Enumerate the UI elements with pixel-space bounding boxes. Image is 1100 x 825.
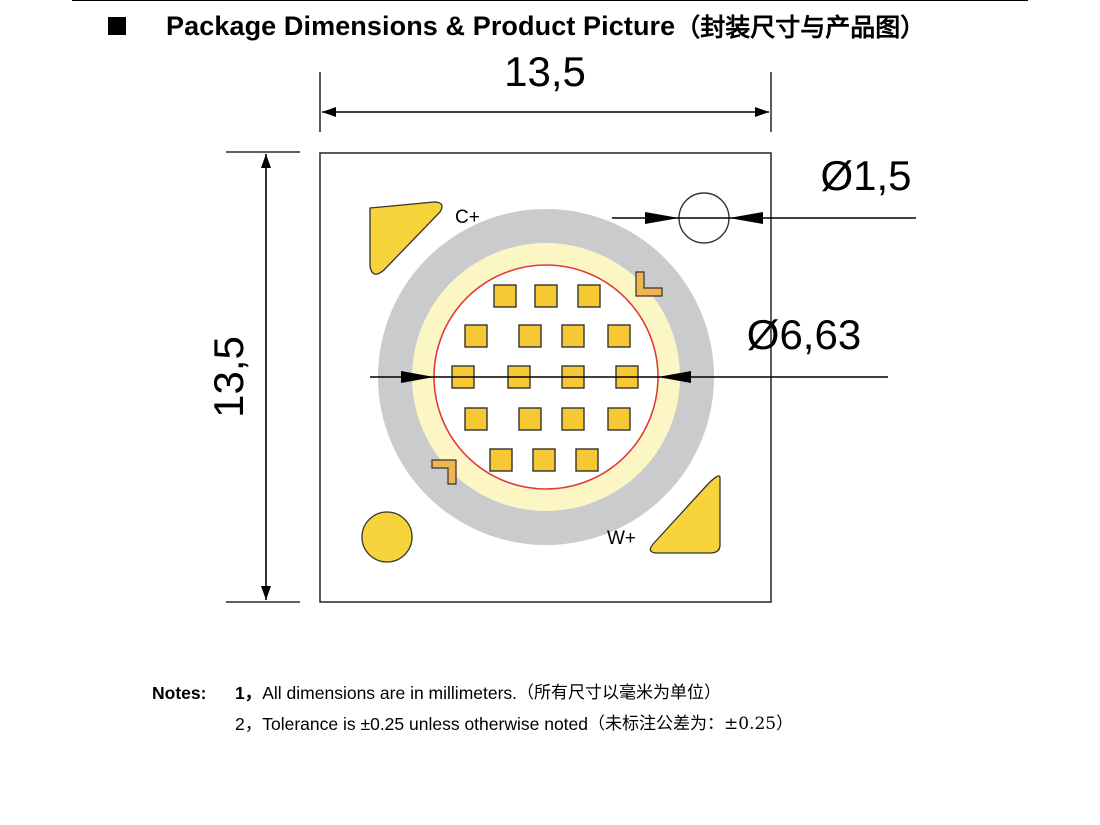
height-dimension: 13,5 (205, 151, 300, 603)
led-chip (607, 407, 631, 431)
top-rule (72, 0, 1028, 1)
hole-diameter-dimension: Ø1,5 (612, 152, 916, 244)
les-diameter-label: Ø6,63 (747, 311, 861, 358)
led-chip (518, 324, 542, 348)
note-row-2: 2， Tolerance is ±0.25 unless otherwise n… (152, 709, 793, 740)
note-number: 2， (235, 714, 263, 734)
notes-label: Notes: (152, 683, 207, 703)
hole-diameter-label: Ø1,5 (820, 152, 911, 199)
note-number: 1， (235, 683, 263, 703)
led-chip (489, 448, 513, 472)
led-chip (464, 324, 488, 348)
height-dimension-label: 13,5 (205, 336, 252, 418)
cathode-pad (369, 201, 443, 275)
thermal-pad (361, 511, 413, 563)
anode-label: W+ (607, 528, 636, 549)
led-chip (493, 284, 517, 308)
note-text-cn: （未标注公差为：±0.25） (588, 714, 794, 734)
led-chip (518, 407, 542, 431)
led-chip (534, 284, 558, 308)
led-chip (561, 407, 585, 431)
orientation-mark-bottom (431, 459, 457, 485)
hole-arrow-left (645, 212, 679, 224)
les-arrow-left (401, 371, 434, 383)
square-bullet-icon (108, 17, 126, 35)
width-dimension: 13,5 (319, 48, 772, 132)
section-title: Package Dimensions & Product Picture (166, 10, 676, 41)
hole-arrow-right (729, 212, 763, 224)
package-drawing: 13,5 13,5 Ø6,63 Ø1,5 C+ W+ (205, 48, 916, 603)
notes: Notes: 1， All dimensions are in millimet… (152, 678, 793, 740)
width-dimension-label: 13,5 (504, 48, 586, 95)
cathode-label: C+ (455, 207, 480, 228)
led-chip (561, 324, 585, 348)
les-arrow-right (658, 371, 691, 383)
note-text: All dimensions are in millimeters. (262, 683, 518, 703)
note-text-cn: （所有尺寸以毫米为单位） (517, 683, 722, 703)
note-text: Tolerance is ±0.25 unless otherwise note… (262, 714, 589, 734)
led-chip (577, 284, 601, 308)
section-header: Package Dimensions & Product Picture（封装尺… (108, 6, 925, 46)
led-chip (607, 324, 631, 348)
section-title-cn: （封装尺寸与产品图） (675, 13, 926, 42)
notes-indent (152, 709, 235, 740)
les-diameter-dimension: Ø6,63 (370, 311, 888, 383)
led-chip (575, 448, 599, 472)
led-chip (532, 448, 556, 472)
note-row-1: Notes: 1， All dimensions are in millimet… (152, 678, 793, 709)
orientation-mark-top (635, 271, 663, 297)
anode-pad (649, 475, 721, 554)
led-chip (464, 407, 488, 431)
